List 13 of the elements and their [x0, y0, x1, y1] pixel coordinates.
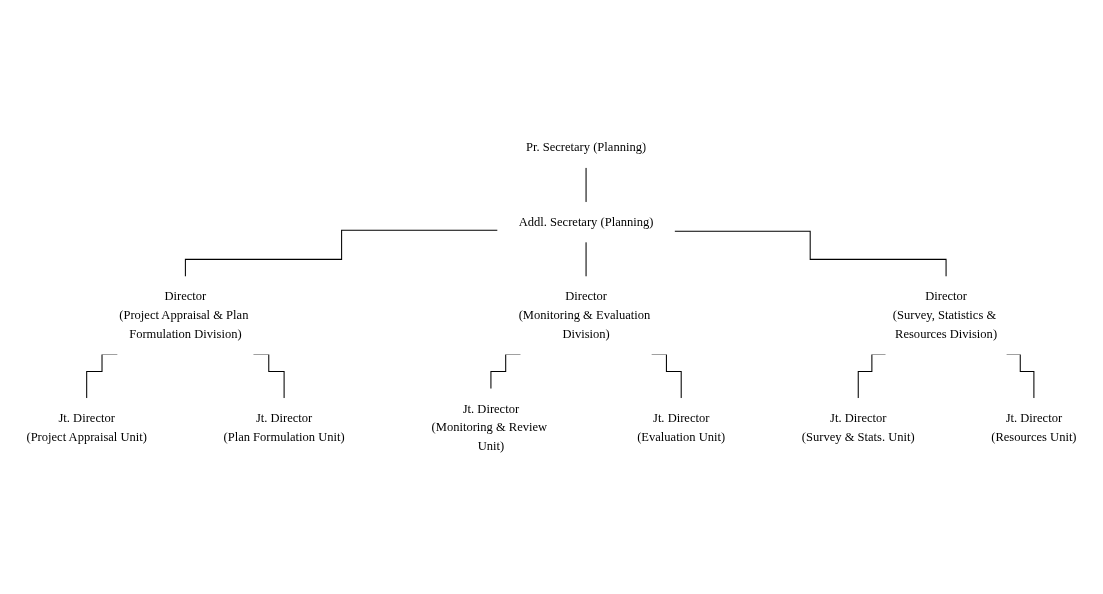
node-text: Jt. Director (Resources Unit) — [991, 410, 1077, 444]
node-text: Jt. Director (Project Appraisal Unit) — [26, 410, 147, 444]
node-text: Director (Survey, Statistics & Resources Division) — [892, 289, 998, 341]
connector — [673, 230, 947, 278]
node-text: Jt. Director (Survey & Stats. Unit) — [801, 410, 915, 444]
node-text: Director (Monitoring & Evaluation Division) — [518, 289, 651, 341]
node-text: Jt. Director (Monitoring & Review Unit) — [431, 401, 548, 453]
node-text: Jt. Director (Plan Formulation Unit) — [223, 410, 345, 444]
node-text: Director (Project Appraisal & Plan Formulation Division) — [119, 289, 249, 341]
node-text: Jt. Director (Evaluation Unit) — [637, 410, 726, 444]
node-text: Addl. Secretary (Planning) — [518, 214, 654, 229]
connector — [184, 229, 499, 278]
node-text: Pr. Secretary (Planning) — [526, 140, 647, 155]
